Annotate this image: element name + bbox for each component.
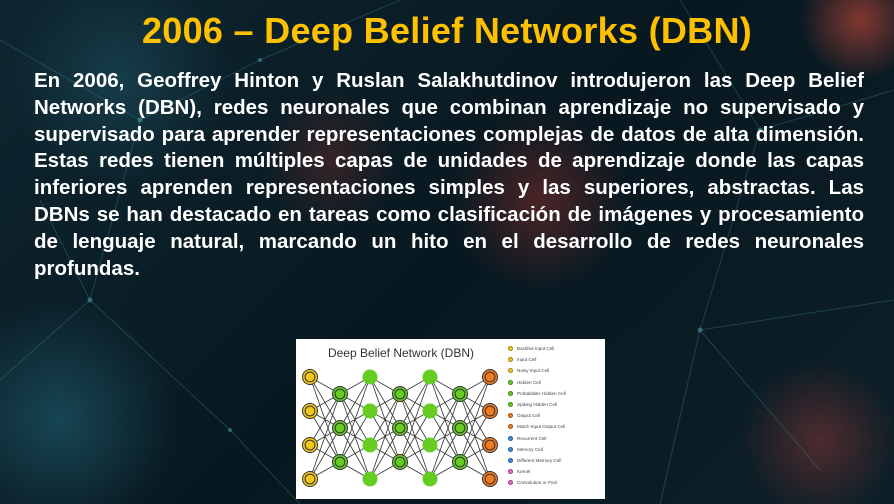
- dbn-node-input: [302, 403, 318, 419]
- legend-swatch-icon: [508, 480, 513, 486]
- legend-swatch-icon: [508, 390, 513, 396]
- legend-swatch-icon: [508, 346, 513, 352]
- dbn-node-probabilistic-hidden: [332, 420, 348, 436]
- legend-item: Match Input Output Cell: [508, 421, 566, 432]
- legend-label: Match Input Output Cell: [517, 424, 566, 430]
- dbn-edge: [369, 427, 401, 480]
- dbn-node-input: [302, 471, 318, 487]
- legend-item: Output Cell: [508, 410, 566, 421]
- dbn-edge: [429, 393, 461, 446]
- dbn-node-hidden: [362, 403, 378, 419]
- legend-swatch-icon: [508, 469, 513, 475]
- slide-paragraph: En 2006, Geoffrey Hinton y Ruslan Salakh…: [34, 69, 864, 280]
- legend-label: Probablistic Hidden Cell: [517, 390, 566, 396]
- dbn-edge: [369, 393, 401, 480]
- dbn-network-diagram: [302, 369, 498, 487]
- figure-title: Deep Belief Network (DBN): [327, 346, 475, 360]
- dbn-node-output: [482, 403, 498, 419]
- legend-item: Hidden Cell: [508, 377, 566, 388]
- legend-swatch-icon: [508, 446, 513, 452]
- dbn-node-probabilistic-hidden: [332, 454, 348, 470]
- legend-item: Convolution or Pool: [508, 477, 566, 488]
- dbn-node-input: [302, 437, 318, 453]
- legend-label: Input Cell: [517, 357, 537, 363]
- legend-label: Noisy Input Cell: [517, 368, 550, 374]
- legend-swatch-icon: [508, 357, 513, 363]
- dbn-node-hidden: [422, 437, 438, 453]
- dbn-edge: [429, 427, 461, 480]
- legend-item: Spiking Hidden Cell: [508, 399, 566, 410]
- legend-label: Memory Cell: [517, 446, 543, 452]
- legend-swatch-icon: [508, 435, 513, 441]
- legend-label: Hidden Cell: [517, 379, 541, 385]
- slide-title: 2006 – Deep Belief Networks (DBN): [141, 10, 753, 51]
- legend-item: Memory Cell: [508, 444, 566, 455]
- dbn-node-probabilistic-hidden: [392, 454, 408, 470]
- dbn-node-hidden: [362, 369, 378, 385]
- legend-label: Different Memory Cell: [517, 457, 562, 463]
- dbn-node-output: [482, 471, 498, 487]
- legend-swatch-icon: [508, 402, 513, 408]
- legend-item: Backfed Input Cell: [508, 343, 566, 354]
- legend-label: Backfed Input Cell: [517, 346, 555, 352]
- dbn-node-output: [482, 369, 498, 385]
- legend-item: Different Memory Cell: [508, 455, 566, 466]
- legend-label: Spiking Hidden Cell: [517, 402, 558, 408]
- dbn-edge: [459, 410, 491, 463]
- dbn-node-probabilistic-hidden: [332, 386, 348, 402]
- dbn-edge: [369, 393, 401, 446]
- dbn-node-hidden: [422, 403, 438, 419]
- dbn-edge: [399, 410, 431, 463]
- legend-item: Probablistic Hidden Cell: [508, 388, 566, 399]
- legend-label: Recurrent Cell: [517, 435, 547, 441]
- legend-swatch-icon: [508, 424, 513, 430]
- dbn-edge: [339, 410, 371, 463]
- dbn-node-hidden: [362, 471, 378, 487]
- legend-item: Input Cell: [508, 354, 566, 365]
- dbn-node-input: [302, 369, 318, 385]
- dbn-edge: [339, 376, 371, 463]
- dbn-edge: [339, 376, 371, 429]
- dbn-edge: [459, 376, 491, 429]
- dbn-node-probabilistic-hidden: [452, 386, 468, 402]
- dbn-edge: [309, 427, 341, 480]
- dbn-edge: [429, 393, 461, 480]
- dbn-node-hidden: [422, 471, 438, 487]
- legend-swatch-icon: [508, 457, 513, 463]
- dbn-edge: [309, 393, 341, 480]
- dbn-edge: [399, 376, 431, 463]
- dbn-node-probabilistic-hidden: [452, 420, 468, 436]
- legend-item: Noisy Input Cell: [508, 365, 566, 376]
- legend-label: Convolution or Pool: [517, 480, 558, 486]
- dbn-node-probabilistic-hidden: [452, 454, 468, 470]
- dbn-edge: [399, 376, 431, 429]
- dbn-node-hidden: [422, 369, 438, 385]
- dbn-figure: Deep Belief Network (DBN) Backfed Input …: [296, 339, 605, 499]
- dbn-node-probabilistic-hidden: [392, 386, 408, 402]
- legend-item: Kernel: [508, 466, 566, 477]
- legend-swatch-icon: [508, 379, 513, 385]
- legend-item: Recurrent Cell: [508, 433, 566, 444]
- dbn-edge: [459, 376, 491, 463]
- dbn-edge: [309, 393, 341, 446]
- legend-label: Kernel: [517, 469, 531, 475]
- dbn-node-probabilistic-hidden: [392, 420, 408, 436]
- dbn-node-hidden: [362, 437, 378, 453]
- dbn-node-output: [482, 437, 498, 453]
- legend-swatch-icon: [508, 368, 513, 374]
- legend-label: Output Cell: [517, 413, 540, 419]
- legend-swatch-icon: [508, 413, 513, 419]
